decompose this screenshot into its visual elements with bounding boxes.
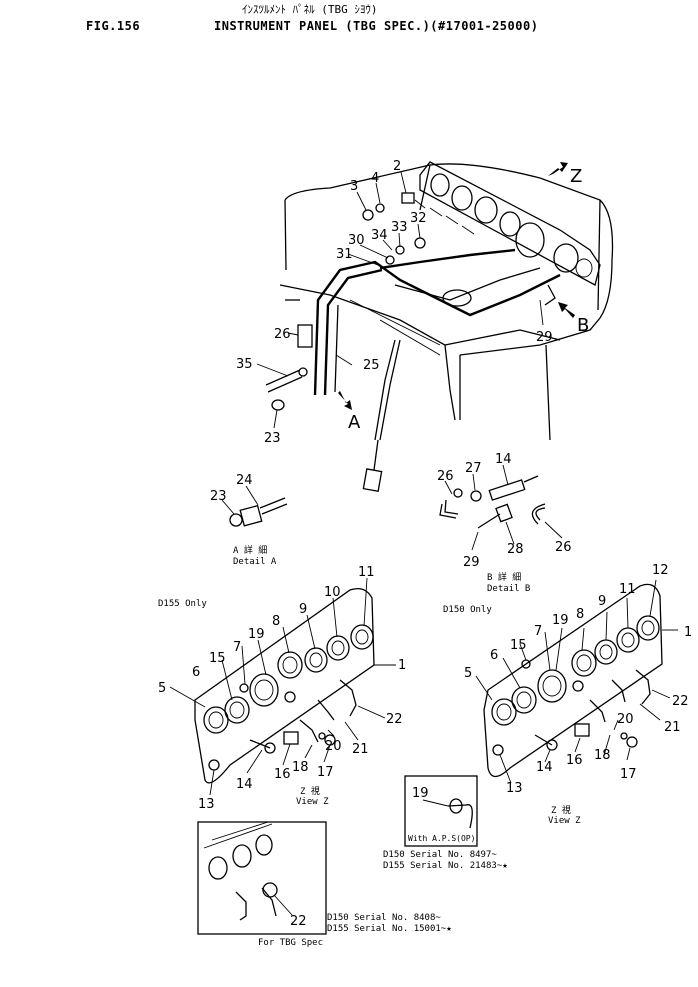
callout: 8 xyxy=(576,607,584,622)
callout: 4 xyxy=(371,171,379,186)
callout: 35 xyxy=(236,357,253,372)
rod-35 xyxy=(265,367,308,393)
callout: 22 xyxy=(386,712,403,727)
view-left-caption-jp: Z 視 xyxy=(300,787,320,797)
callout: 23 xyxy=(264,431,281,446)
view-right-caption-jp: Z 視 xyxy=(551,806,571,816)
tbg-serial-1: D150 Serial No. 8408~ xyxy=(327,913,441,923)
callout: 15 xyxy=(209,651,226,666)
callout: 17 xyxy=(317,765,334,780)
detail-b-caption-jp: B 詳 細 xyxy=(487,573,522,583)
view-left-note: D155 Only xyxy=(158,599,207,609)
view-z-label: Z xyxy=(570,166,582,187)
callout: 18 xyxy=(594,748,611,763)
callout: 18 xyxy=(292,760,309,775)
callout: 22 xyxy=(290,914,307,929)
view-right-note: D150 Only xyxy=(443,605,492,615)
callout: 11 xyxy=(358,565,375,580)
callout: 32 xyxy=(410,211,427,226)
callout: 13 xyxy=(198,797,215,812)
inset-aps: 19 xyxy=(404,775,478,847)
detail-a-caption: Detail A xyxy=(233,557,277,567)
callout: 21 xyxy=(352,742,369,757)
callout: 9 xyxy=(299,602,307,617)
callout: 14 xyxy=(495,452,512,467)
callout: 7 xyxy=(534,624,542,639)
main-callouts: 2 3 4 30 34 33 32 31 26 35 25 23 29 xyxy=(236,159,553,446)
callout: 27 xyxy=(465,461,482,476)
callout: 6 xyxy=(192,665,200,680)
part-23-nut xyxy=(271,399,285,411)
aps-label: With A.P.S(OP) xyxy=(408,834,476,843)
view-right-caption: View Z xyxy=(548,816,581,826)
part-26-clip xyxy=(297,324,313,348)
view-a-arrow xyxy=(338,391,352,410)
callout: 26 xyxy=(555,540,572,555)
callout: 34 xyxy=(371,228,388,243)
callout: 17 xyxy=(620,767,637,782)
callout: 23 xyxy=(210,489,227,504)
callout: 11 xyxy=(619,582,636,597)
callout: 8 xyxy=(272,614,280,629)
callout: 29 xyxy=(463,555,480,570)
callout: 5 xyxy=(464,666,472,681)
view-z-arrow xyxy=(548,162,568,176)
callout: 1 xyxy=(684,625,692,640)
wiring-harness xyxy=(313,248,561,492)
callout: 19 xyxy=(552,613,569,628)
callout: 14 xyxy=(236,777,253,792)
view-z-right-panel: 12 11 9 19 8 7 15 6 5 1 22 21 20 18 17 1… xyxy=(464,563,692,796)
dashboard-body xyxy=(279,161,614,441)
view-a-label: A xyxy=(348,412,361,433)
callout: 6 xyxy=(490,648,498,663)
detail-b-caption: Detail B xyxy=(487,584,531,594)
callout: 26 xyxy=(274,327,291,342)
callout: 16 xyxy=(566,753,583,768)
callout: 9 xyxy=(598,594,606,609)
detail-a: 24 23 xyxy=(210,473,288,527)
inset-tbg: 22 xyxy=(197,821,327,935)
callout: 31 xyxy=(336,247,353,262)
detail-b: 26 27 14 29 28 26 xyxy=(437,452,572,570)
callout: 24 xyxy=(236,473,253,488)
callout: 25 xyxy=(363,358,380,373)
aps-serial-1: D150 Serial No. 8497~ xyxy=(383,850,497,860)
view-b-arrow xyxy=(558,302,575,318)
callout: 20 xyxy=(617,712,634,727)
callout: 5 xyxy=(158,681,166,696)
callout: 19 xyxy=(412,786,429,801)
aps-serial-2: D155 Serial No. 21483~★ xyxy=(383,861,508,871)
callout: 13 xyxy=(506,781,523,796)
detail-a-caption-jp: A 詳 細 xyxy=(233,546,268,556)
callout: 21 xyxy=(664,720,681,735)
page-title: INSTRUMENT PANEL (TBG SPEC.)(#17001-2500… xyxy=(214,19,539,33)
callout: 20 xyxy=(325,739,342,754)
callout: 7 xyxy=(233,640,241,655)
callout: 28 xyxy=(507,542,524,557)
callout: 1 xyxy=(398,658,406,673)
callout: 3 xyxy=(350,179,358,194)
title-kana: ｲﾝｽﾂﾙﾒﾝﾄ ﾊﾟﾈﾙ (TBG ｼﾖｳ) xyxy=(242,3,378,16)
callout: 26 xyxy=(437,469,454,484)
callout: 14 xyxy=(536,760,553,775)
callout: 29 xyxy=(536,330,553,345)
view-b-label: B xyxy=(577,315,589,336)
main-leaders xyxy=(256,171,544,429)
callout: 16 xyxy=(274,767,291,782)
callout: 30 xyxy=(348,233,365,248)
callout: 19 xyxy=(248,627,265,642)
view-z-left-panel: 11 10 9 8 19 7 15 6 5 1 22 21 20 17 18 1… xyxy=(158,565,406,812)
tbg-serial-2: D155 Serial No. 15001~★ xyxy=(327,924,452,934)
callout: 33 xyxy=(391,220,408,235)
figure-label: FIG.156 xyxy=(86,19,141,33)
callout: 2 xyxy=(393,159,401,174)
view-left-caption: View Z xyxy=(296,797,329,807)
callout: 22 xyxy=(672,694,689,709)
callout: 10 xyxy=(324,585,341,600)
callout: 12 xyxy=(652,563,669,578)
callout: 15 xyxy=(510,638,527,653)
tbg-caption: For TBG Spec xyxy=(258,938,324,948)
